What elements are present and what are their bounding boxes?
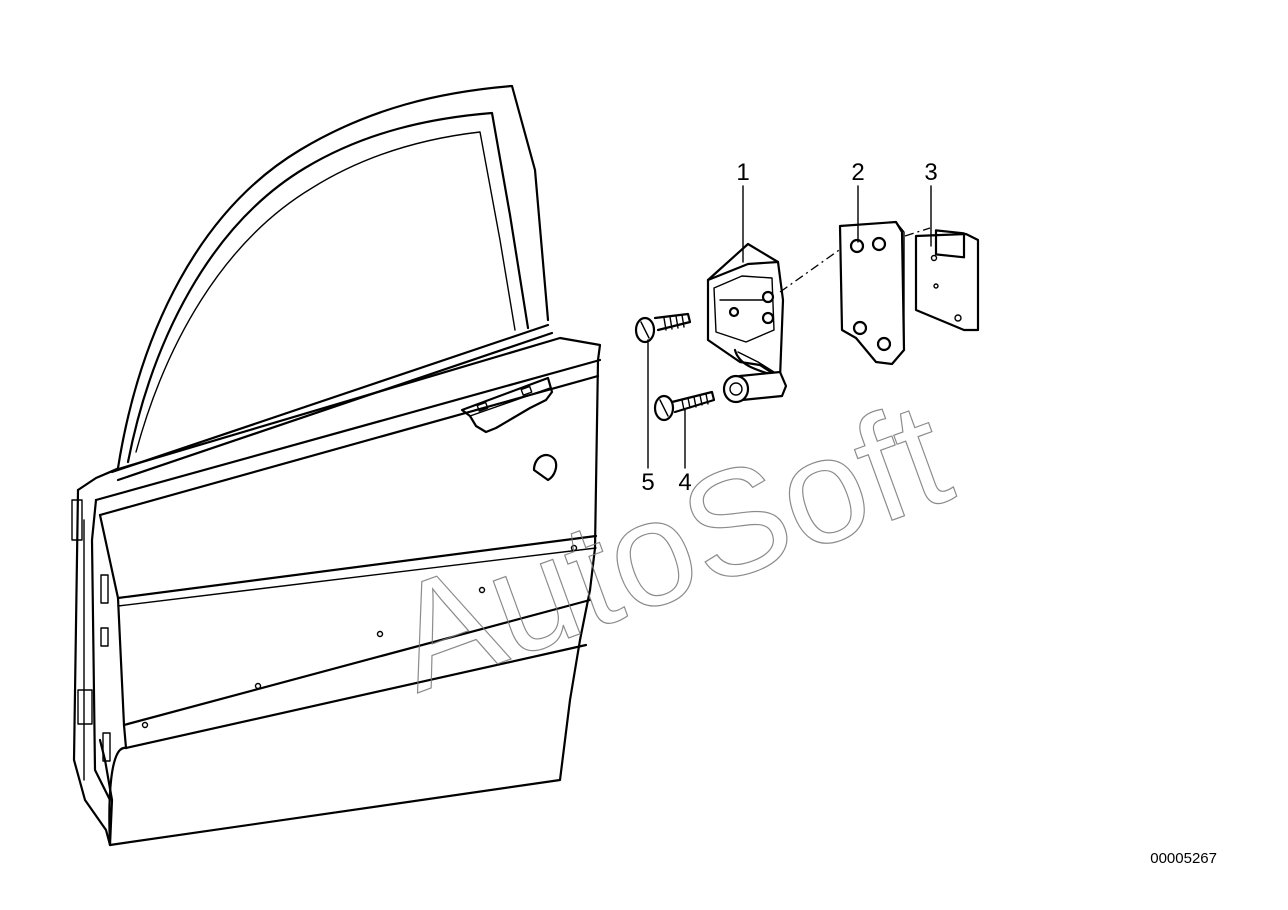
part-4-screw (653, 390, 716, 422)
watermark: AutoSoft (371, 368, 969, 723)
callout-4: 4 (678, 469, 691, 496)
callout-3: 3 (924, 159, 937, 186)
diagram-reference-number: 00005267 (1150, 850, 1217, 867)
door-assembly (71, 84, 602, 847)
part-3-gasket (914, 229, 980, 332)
part-5-screw (634, 312, 692, 344)
assembly-axis-upper (779, 247, 843, 293)
callout-1: 1 (736, 159, 749, 186)
part-1-bracket (706, 242, 785, 380)
part-2-plate (838, 220, 906, 366)
assembly-axis-right (904, 227, 931, 237)
bushing (722, 370, 788, 404)
callout-5: 5 (641, 469, 654, 496)
callout-2: 2 (851, 159, 864, 186)
